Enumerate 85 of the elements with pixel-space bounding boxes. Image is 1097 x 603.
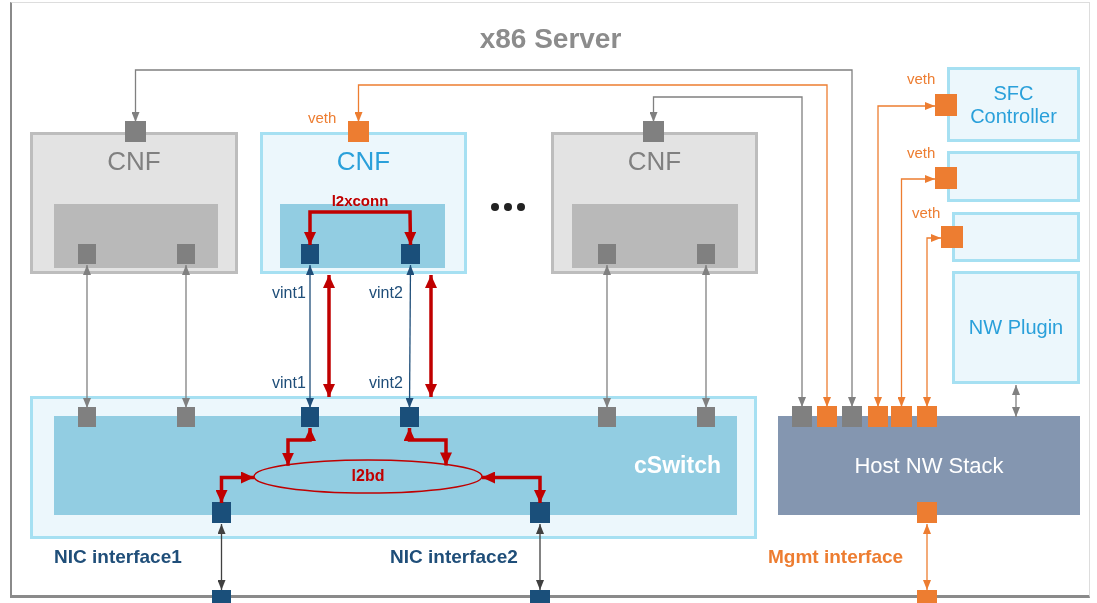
interface-label: vint1 — [272, 374, 306, 392]
port-square — [125, 121, 146, 142]
port-square — [177, 407, 195, 427]
port-square — [78, 244, 96, 264]
interface-label: NIC interface2 — [390, 546, 518, 568]
node-label: CNF — [627, 147, 682, 177]
port-square — [917, 406, 937, 427]
service-box — [947, 151, 1080, 202]
port-square — [917, 502, 937, 523]
function-box — [260, 132, 467, 274]
connector-arrow — [182, 264, 190, 409]
connector-arrow — [536, 523, 544, 591]
function-box — [551, 132, 758, 274]
port-square — [917, 590, 937, 603]
connector-arrow — [282, 428, 316, 466]
connector-arrow — [874, 102, 936, 408]
port-square — [301, 244, 319, 264]
connector-arrow — [923, 234, 942, 408]
connector-arrow — [897, 175, 936, 408]
connector-arrow — [217, 523, 226, 591]
node-label: CNF — [336, 147, 391, 177]
node-label: SFC Controller — [969, 81, 1058, 128]
port-square — [212, 590, 231, 603]
bridge-domain-ellipse — [253, 459, 483, 494]
connector-arrow — [354, 84, 831, 408]
interface-label: vint2 — [369, 374, 403, 392]
service-box — [947, 67, 1080, 142]
function-box — [30, 132, 238, 274]
node-label: NW Plugin — [968, 316, 1064, 339]
interface-label: NIC interface1 — [54, 546, 182, 568]
connector-arrow — [304, 210, 417, 246]
connector-arrow — [603, 264, 611, 409]
switch-box — [54, 416, 737, 515]
port-label: veth — [907, 70, 936, 87]
node-label: CNF — [107, 147, 161, 177]
port-square — [817, 406, 837, 427]
node-label: x86 Server — [479, 23, 622, 56]
port-square — [697, 407, 715, 427]
port-square — [212, 502, 231, 523]
interface-label: vint2 — [369, 284, 403, 302]
node-label: cSwitch — [634, 452, 721, 479]
port-square — [78, 407, 96, 427]
inner-box — [572, 204, 738, 268]
service-box — [952, 212, 1080, 262]
port-square — [301, 407, 319, 427]
connector-arrow — [1012, 384, 1020, 418]
inner-box — [280, 204, 445, 268]
node-label: Host NW Stack — [854, 452, 1004, 479]
port-square — [598, 407, 616, 427]
service-box — [952, 271, 1080, 384]
connector-arrow — [215, 471, 254, 503]
port-square — [697, 244, 715, 264]
port-square — [792, 406, 812, 427]
connector-arrow — [323, 275, 335, 397]
port-square — [891, 406, 912, 427]
switch-panel — [30, 396, 757, 539]
port-label: veth — [912, 204, 941, 221]
node-label: l2bd — [351, 467, 385, 486]
port-square — [530, 502, 550, 523]
interface-label: vint1 — [272, 284, 306, 302]
port-label: veth — [907, 144, 936, 161]
connector-arrow — [306, 264, 314, 409]
port-label: veth — [308, 109, 337, 126]
port-square — [401, 244, 420, 264]
connector-arrow — [403, 428, 452, 466]
port-square — [598, 244, 616, 264]
interface-label: Mgmt interface — [768, 546, 904, 568]
port-square — [868, 406, 888, 427]
port-square — [177, 244, 195, 264]
connector-arrow — [702, 264, 710, 409]
server-frame — [10, 2, 1090, 598]
port-square — [400, 407, 419, 427]
connector-arrow — [923, 523, 931, 591]
connector-arrow — [131, 69, 856, 408]
connector-arrow — [649, 96, 806, 408]
connector-arrow — [405, 264, 415, 409]
host-stack-box — [778, 416, 1080, 515]
connector-arrow — [83, 264, 91, 409]
connector-arrow — [482, 471, 546, 503]
inner-box — [54, 204, 218, 268]
connector-arrow — [425, 275, 437, 397]
edge-label: l2xconn — [330, 192, 390, 209]
port-square — [530, 590, 550, 603]
port-square — [842, 406, 862, 427]
port-square — [643, 121, 664, 142]
